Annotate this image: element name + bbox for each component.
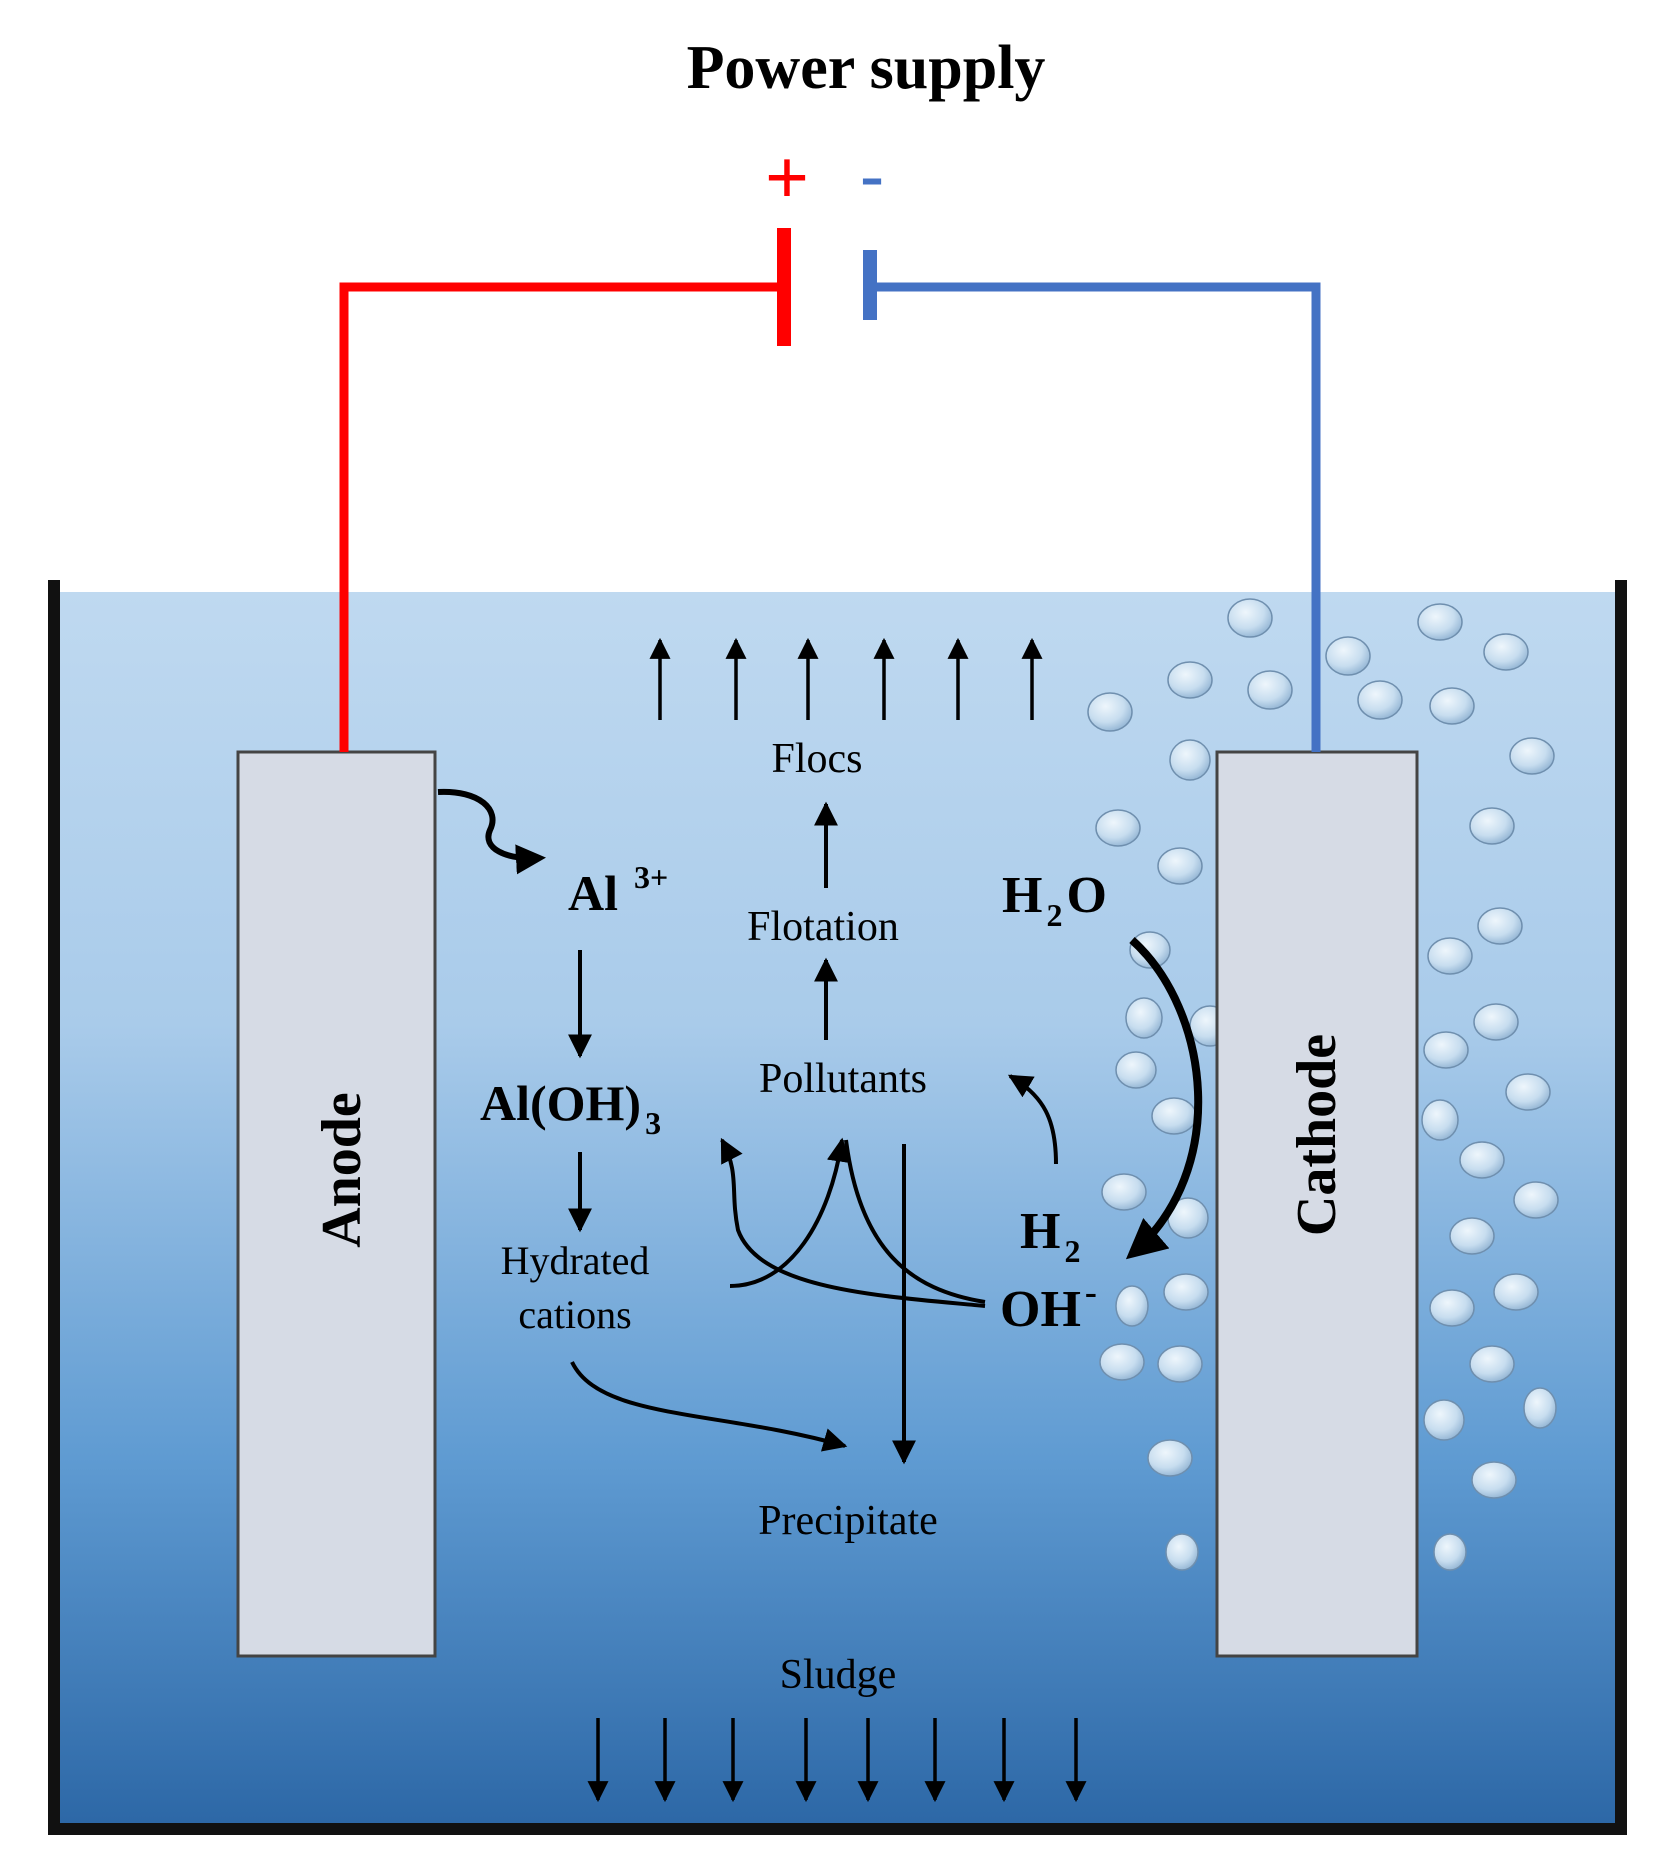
- al-hydroxide-subscript: 3: [645, 1105, 661, 1141]
- gas-bubble: [1505, 1073, 1551, 1111]
- water-h: H: [1002, 867, 1042, 924]
- gas-bubble: [1477, 907, 1523, 945]
- gas-bubble: [1095, 809, 1141, 847]
- gas-bubble: [1115, 1285, 1149, 1327]
- oh-to-hydroxide-arrow: [720, 1137, 986, 1308]
- negative-sign: -: [860, 137, 883, 214]
- gas-bubble: [1157, 1345, 1203, 1383]
- gas-bubble: [1433, 1533, 1467, 1571]
- cathode-label: Cathode: [1286, 1034, 1348, 1236]
- gas-bubble: [1147, 1439, 1193, 1477]
- al-ion-charge: 3+: [634, 859, 668, 895]
- gas-bubble: [1227, 598, 1273, 638]
- gas-bubble: [1509, 737, 1555, 775]
- gas-bubble: [1459, 1141, 1505, 1179]
- gas-bubble: [1429, 1289, 1475, 1327]
- h2-to-pollutants-arrow: [1007, 1074, 1058, 1165]
- hydrogen-h: H: [1020, 1203, 1060, 1260]
- cross-curve-right: [844, 1139, 986, 1304]
- gas-bubble: [1449, 1217, 1495, 1255]
- sludge-down-arrows: [587, 1718, 1087, 1803]
- gas-bubble: [1247, 670, 1293, 710]
- hydroxide-charge: -: [1085, 1272, 1097, 1312]
- gas-bubble: [1129, 931, 1171, 969]
- hydrogen-subscript: 2: [1064, 1233, 1080, 1269]
- gas-bubble: [1101, 1173, 1147, 1211]
- precipitate-label: Precipitate: [758, 1498, 938, 1544]
- water-o: O: [1066, 867, 1106, 924]
- al-ion-label: Al 3+: [568, 859, 668, 921]
- flocs-up-arrows: [649, 637, 1043, 720]
- reaction-arrows: [437, 788, 1203, 1465]
- gas-bubble: [1325, 636, 1371, 676]
- water-subscript: 2: [1046, 897, 1062, 933]
- hydrated-line2: cations: [518, 1292, 631, 1337]
- gas-bubble: [1513, 1181, 1559, 1219]
- anode-plate: [236, 750, 437, 1658]
- tank: [48, 580, 1627, 1835]
- positive-wire: [339, 282, 784, 752]
- gas-bubble: [1469, 807, 1515, 845]
- hydroxide-formula: OH: [1000, 1281, 1081, 1338]
- gas-bubble: [1473, 1003, 1519, 1041]
- cathode-plate: [1215, 750, 1419, 1658]
- gas-bubble: [1421, 1099, 1459, 1141]
- gas-bubble: [1125, 997, 1163, 1039]
- hydroxide-label: OH -: [1000, 1272, 1097, 1338]
- gas-bubble: [1087, 692, 1133, 732]
- gas-bubble: [1115, 1051, 1157, 1089]
- water-label: H 2 O: [1002, 867, 1107, 933]
- gas-bubble: [1169, 739, 1211, 781]
- pollutants-label: Pollutants: [759, 1056, 927, 1102]
- hydrated-line1: Hydrated: [501, 1238, 650, 1283]
- water-to-hydrogen-arrow: [1125, 937, 1203, 1260]
- gas-bubble: [1429, 687, 1475, 725]
- al-hydroxide-formula: Al(OH): [480, 1075, 641, 1131]
- gas-bubble: [1165, 1533, 1199, 1571]
- sludge-label: Sludge: [780, 1652, 897, 1698]
- gas-bubble: [1163, 1273, 1209, 1311]
- cross-curve-left: [729, 1137, 851, 1288]
- gas-bubble: [1483, 633, 1529, 671]
- hydrated-to-precipitate-arrow: [570, 1361, 848, 1452]
- gas-bubbles: [1087, 598, 1559, 1571]
- gas-bubble: [1167, 661, 1213, 699]
- anode-label: Anode: [311, 1092, 373, 1248]
- gas-bubble: [1357, 680, 1403, 720]
- gas-bubble: [1469, 1345, 1515, 1383]
- gas-bubble: [1427, 937, 1473, 975]
- positive-sign: +: [765, 134, 809, 221]
- hydrogen-label: H 2: [1020, 1203, 1080, 1269]
- gas-bubble: [1099, 1343, 1145, 1381]
- gas-bubble: [1493, 1273, 1539, 1311]
- flotation-label: Flotation: [747, 904, 899, 950]
- gas-bubble: [1417, 603, 1463, 641]
- al-hydroxide-label: Al(OH) 3: [480, 1075, 661, 1141]
- flocs-label: Flocs: [771, 736, 862, 782]
- gas-bubble: [1423, 1399, 1465, 1441]
- anode-to-al-arrow: [437, 788, 546, 875]
- page-title: Power supply: [687, 34, 1046, 102]
- gas-bubble: [1423, 1031, 1469, 1069]
- al-ion-symbol: Al: [568, 865, 618, 921]
- gas-bubble: [1157, 847, 1203, 885]
- gas-bubble: [1523, 1387, 1557, 1429]
- negative-wire: [870, 282, 1321, 752]
- gas-bubble: [1151, 1097, 1197, 1135]
- gas-bubble: [1471, 1461, 1517, 1499]
